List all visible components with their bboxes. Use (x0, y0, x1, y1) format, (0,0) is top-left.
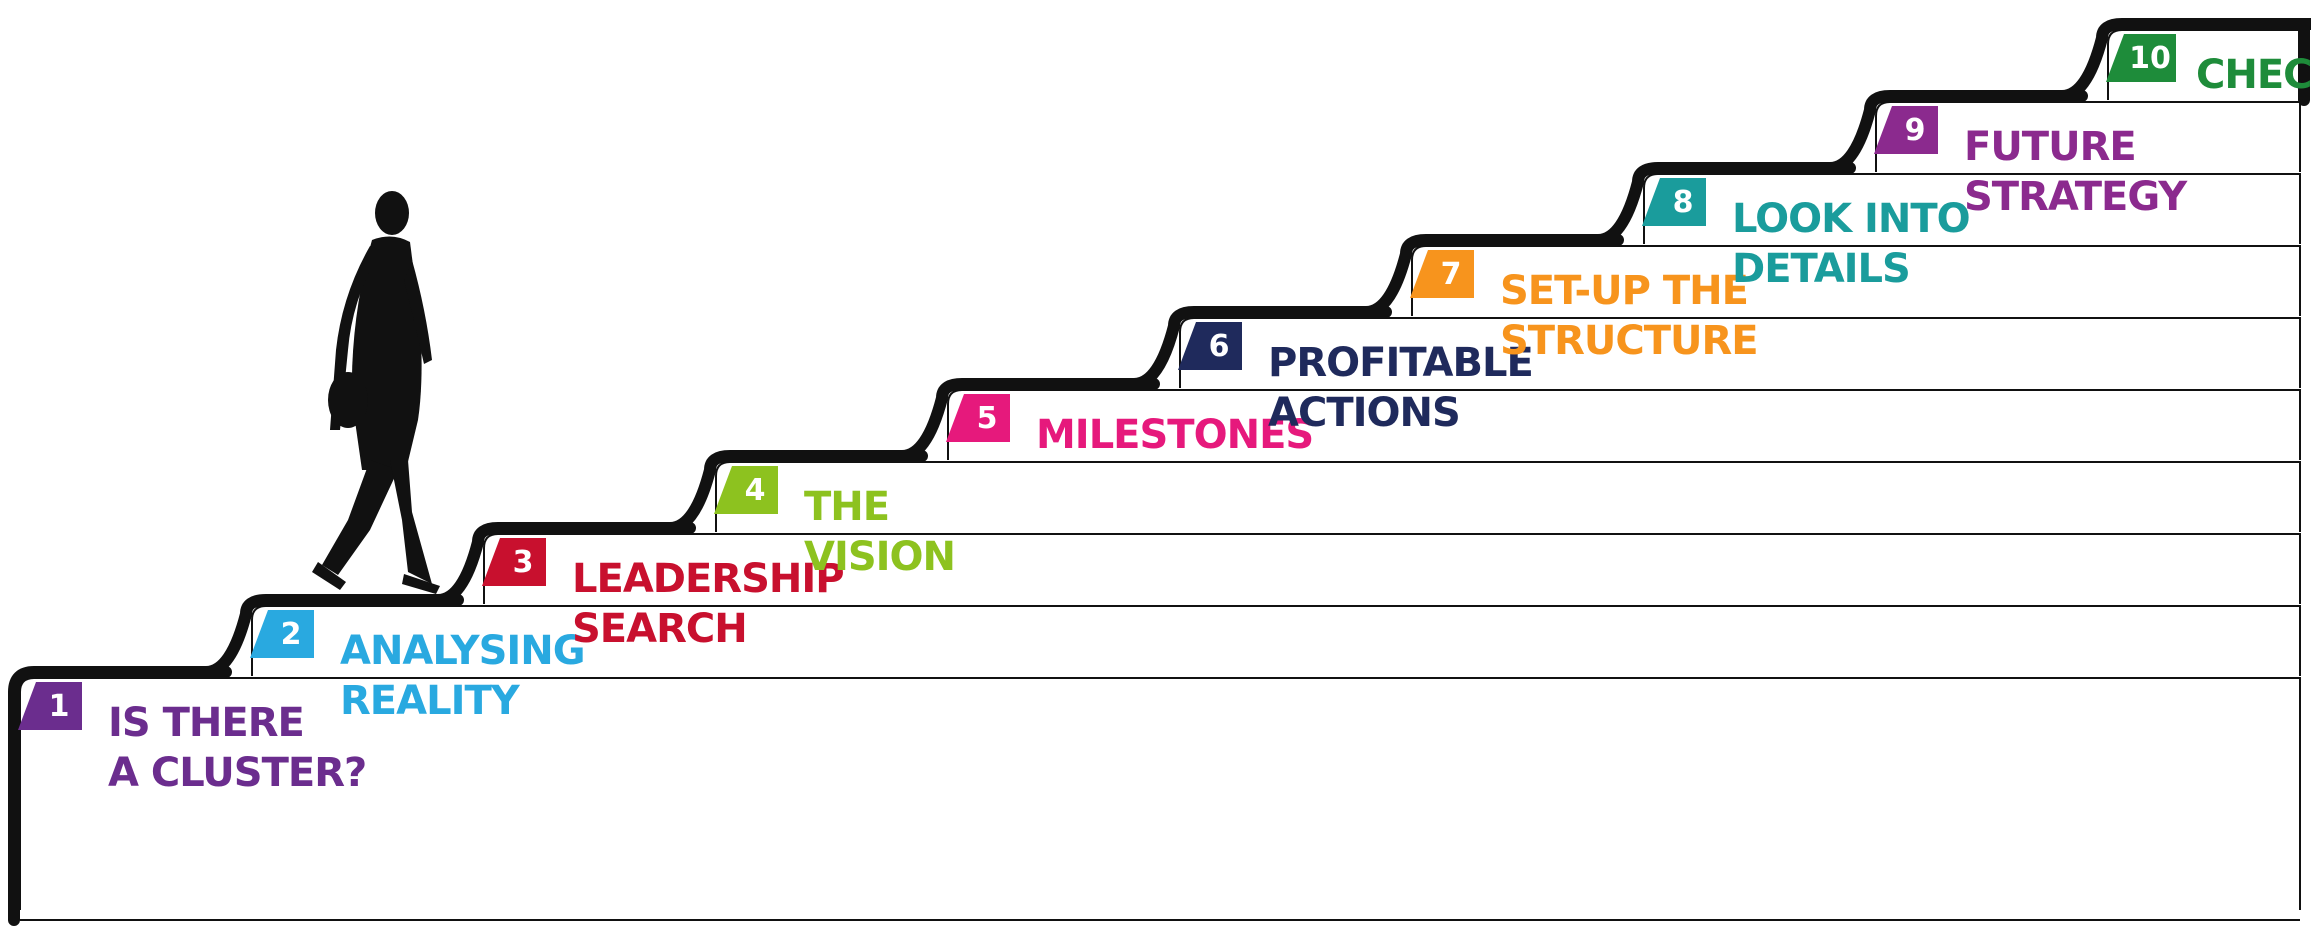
step-5-tab-edge (946, 394, 964, 442)
person-part-9 (402, 574, 440, 594)
step-6-label-line-1: PROFITABLE (1268, 340, 1533, 386)
step-10-tab-edge (2106, 34, 2124, 82)
step-1-number: 1 (49, 689, 70, 724)
step-7-label-line-2: STRUCTURE (1500, 318, 1758, 364)
step-3-label-line-2: SEARCH (572, 606, 747, 652)
person-part-2 (351, 236, 422, 470)
step-6-tab-edge (1178, 322, 1196, 370)
person-part-3 (404, 260, 432, 364)
step-3-number-tab (500, 538, 546, 586)
step-8-label-line-1: LOOK INTO (1732, 196, 1970, 242)
step-9-label-line-2: STRATEGY (1964, 174, 2188, 220)
step-3-band (484, 534, 2300, 614)
step-1-label-line-1: IS THERE (108, 700, 304, 746)
step-1-number-tab (36, 682, 82, 730)
step-8-tab-edge (1642, 178, 1660, 226)
step-4-number: 4 (745, 473, 766, 508)
person-part-5 (328, 372, 368, 428)
step-number-tabs: 1 2 3 4 5 6 7 8 9 10 (18, 34, 2176, 730)
step-1-tab-edge (18, 682, 36, 730)
step-4-band (716, 462, 2300, 542)
step-5-label-line-1: MILESTONES (1036, 412, 1313, 458)
step-2-number-tab (268, 610, 314, 658)
step-2-label-line-1: ANALYSING (340, 628, 585, 674)
step-9-band (1876, 102, 2300, 182)
step-7-tab-edge (1410, 250, 1428, 298)
person-part-8 (312, 562, 346, 590)
step-3-tab-edge (482, 538, 500, 586)
step-5-number-tab (964, 394, 1010, 442)
step-9-tab-edge (1874, 106, 1892, 154)
step-2-tab-edge (250, 610, 268, 658)
step-2-band (252, 606, 2300, 686)
step-2-label-line-2: REALITY (340, 678, 521, 724)
staircase-top-outline (8, 18, 2311, 926)
person-part-6 (322, 460, 398, 575)
step-4-label-line-2: VISION (804, 534, 955, 580)
step-6-number: 6 (1209, 329, 1230, 364)
step-3-number: 3 (513, 545, 534, 580)
step-5-band (948, 390, 2300, 470)
step-7-band (1412, 246, 2300, 326)
step-6-number-tab (1196, 322, 1242, 370)
step-10-outline (2107, 29, 2301, 100)
step-8-band (1644, 174, 2300, 254)
step-10-number: 10 (2129, 41, 2171, 76)
step-6-band (1180, 318, 2300, 398)
step-7-number-tab (1428, 250, 1474, 298)
step-1-label-line-2: A CLUSTER? (108, 750, 366, 796)
person-part-1 (375, 191, 409, 235)
step-1-band (20, 678, 2300, 920)
step-10-number-tab (2124, 34, 2176, 82)
step-9-label-line-1: FUTURE (1964, 124, 2136, 170)
step-10-label-line-1: CHECKING-UP (2196, 52, 2311, 98)
step-5-number: 5 (977, 401, 998, 436)
person-part-7 (390, 460, 432, 584)
stair-outlines (8, 18, 2311, 926)
step-2-number: 2 (281, 617, 302, 652)
step-9-number: 9 (1905, 113, 1926, 148)
step-3-label-line-1: LEADERSHIP (572, 556, 844, 602)
step-8-number: 8 (1673, 185, 1694, 220)
step-4-tab-edge (714, 466, 732, 514)
walking-person-silhouette-icon (312, 191, 440, 594)
step-9-number-tab (1892, 106, 1938, 154)
step-8-number-tab (1660, 178, 1706, 226)
step-4-label-line-1: THE (804, 484, 889, 530)
step-7-label-line-1: SET-UP THE (1500, 268, 1748, 314)
step-8-label-line-2: DETAILS (1732, 246, 1910, 292)
step-7-number: 7 (1441, 257, 1462, 292)
step-6-label-line-2: ACTIONS (1268, 390, 1460, 436)
step-4-number-tab (732, 466, 778, 514)
